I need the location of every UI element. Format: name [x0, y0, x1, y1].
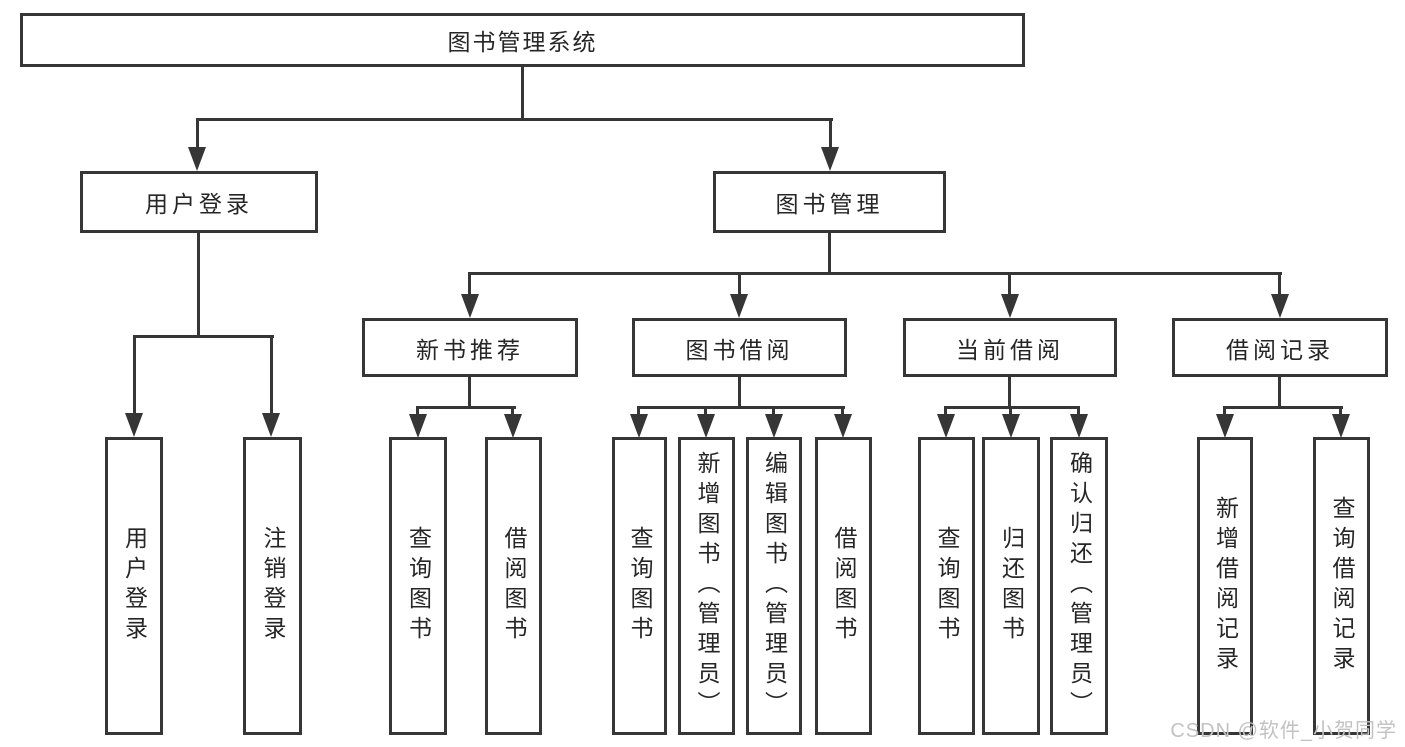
connector-borrow-stem	[738, 377, 741, 408]
connector-current-drop	[944, 406, 947, 415]
leaf-borrow-books-recommend: 借阅图书	[485, 437, 542, 735]
leaf-borrow-books: 借阅图书	[815, 437, 872, 735]
connector-userlogin-stem	[197, 233, 200, 337]
connector-userlogin-drop	[133, 335, 136, 415]
arrowhead-down-icon	[262, 413, 280, 437]
connector-root-stem	[521, 67, 524, 120]
leaf-query-books-current: 查询图书	[918, 437, 975, 735]
arrowhead-down-icon	[1001, 294, 1019, 318]
connector-bookmgmt-drop	[1008, 272, 1011, 296]
arrowhead-down-icon	[730, 294, 748, 318]
arrowhead-down-icon	[697, 414, 715, 438]
connector-root-drop-left	[196, 118, 199, 150]
arrowhead-down-icon	[765, 414, 783, 438]
connector-current-stem	[1008, 377, 1011, 408]
arrowhead-down-icon	[1002, 414, 1020, 438]
node-user-login: 用户登录	[80, 171, 318, 233]
connector-records-rail	[1224, 406, 1343, 409]
connector-bookmgmt-drop	[738, 272, 741, 296]
leaf-add-books-admin: 新增图书（管理员）	[678, 437, 735, 735]
connector-borrow-drop	[637, 406, 640, 415]
arrowhead-down-icon	[937, 414, 955, 438]
connector-borrow-rail	[638, 406, 845, 409]
connector-recommend-drop	[511, 406, 514, 415]
arrowhead-down-icon	[125, 413, 143, 437]
leaf-return-books: 归还图书	[982, 437, 1040, 735]
connector-records-stem	[1278, 377, 1281, 408]
arrowhead-down-icon	[821, 147, 839, 171]
connector-records-drop	[1223, 406, 1226, 415]
leaf-query-borrow-record: 查询借阅记录	[1313, 437, 1370, 735]
leaf-add-borrow-record: 新增借阅记录	[1197, 437, 1253, 735]
connector-root-drop-right	[829, 118, 832, 150]
arrowhead-down-icon	[1271, 294, 1289, 318]
arrowhead-down-icon	[1216, 414, 1234, 438]
arrowhead-down-icon	[1332, 414, 1350, 438]
csdn-watermark: CSDN @软件_小贺同学	[1170, 720, 1397, 742]
connector-bookmgmt-drop	[468, 272, 471, 296]
arrowhead-down-icon	[461, 294, 479, 318]
node-book-management: 图书管理	[713, 171, 946, 233]
connector-bookmgmt-stem	[828, 233, 831, 274]
leaf-edit-books-admin: 编辑图书（管理员）	[746, 437, 802, 735]
connector-records-drop	[1339, 406, 1342, 415]
node-root: 图书管理系统	[20, 13, 1025, 67]
connector-borrow-drop	[772, 406, 775, 415]
connector-root-rail	[196, 118, 833, 121]
node-current-borrow: 当前借阅	[903, 318, 1117, 377]
node-borrow-records: 借阅记录	[1172, 318, 1388, 377]
arrowhead-down-icon	[1070, 414, 1088, 438]
connector-userlogin-drop	[270, 335, 273, 415]
connector-recommend-rail	[417, 406, 516, 409]
connector-current-drop	[1009, 406, 1012, 415]
connector-bookmgmt-drop	[1278, 272, 1281, 296]
arrowhead-down-icon	[188, 147, 206, 171]
leaf-logout: 注销登录	[243, 437, 302, 735]
connector-bookmgmt-rail	[468, 272, 1282, 275]
connector-recommend-drop	[416, 406, 419, 415]
connector-borrow-drop	[704, 406, 707, 415]
connector-borrow-drop	[841, 406, 844, 415]
node-book-borrow: 图书借阅	[632, 318, 847, 377]
arrowhead-down-icon	[504, 414, 522, 438]
connector-userlogin-rail	[133, 335, 274, 338]
node-new-book-recommend: 新书推荐	[362, 318, 578, 377]
arrowhead-down-icon	[630, 414, 648, 438]
connector-current-rail	[945, 406, 1080, 409]
arrowhead-down-icon	[409, 414, 427, 438]
leaf-confirm-return-admin: 确认归还（管理员）	[1050, 437, 1108, 735]
leaf-query-books-borrow: 查询图书	[612, 437, 667, 735]
connector-current-drop	[1077, 406, 1080, 415]
leaf-user-login: 用户登录	[105, 437, 163, 735]
leaf-query-books-recommend: 查询图书	[389, 437, 447, 735]
arrowhead-down-icon	[834, 414, 852, 438]
connector-recommend-stem	[468, 377, 471, 408]
